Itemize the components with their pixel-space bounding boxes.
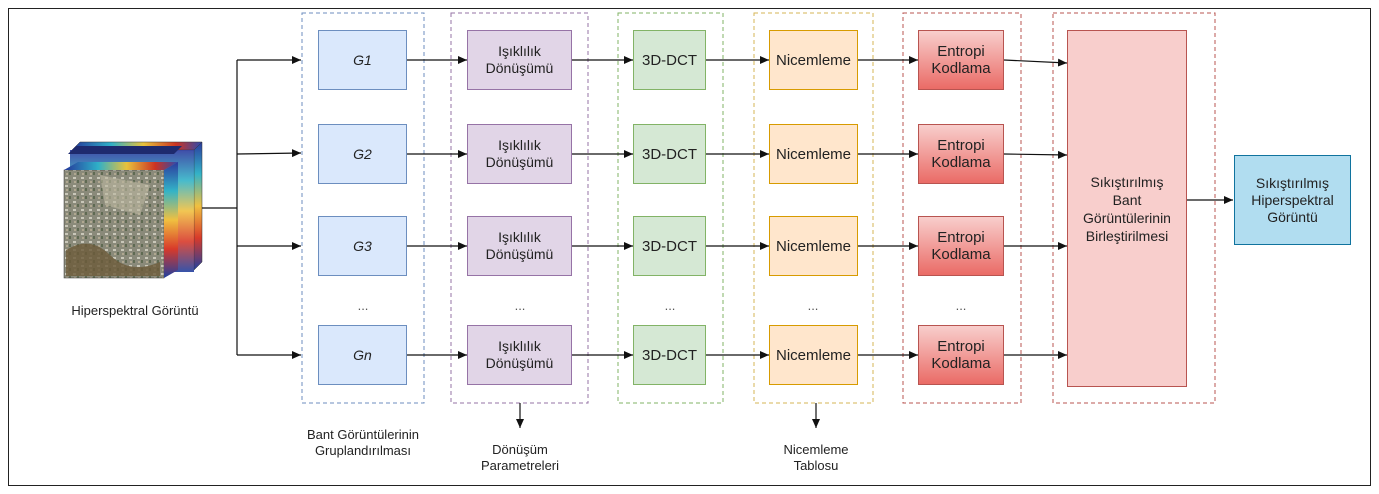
group-container-entropy — [902, 12, 1022, 404]
dct-box-2: 3D-DCT — [633, 124, 706, 184]
ellipsis-entropy: ... — [955, 298, 967, 313]
entropy-box-2: Entropi Kodlama — [918, 124, 1004, 184]
group-box-gn: Gn — [318, 325, 407, 385]
quant-box-2: Nicemleme — [769, 124, 858, 184]
group-box-g3: G3 — [318, 216, 407, 276]
input-label: Hiperspektral Görüntü — [71, 303, 199, 318]
diagram-frame — [8, 8, 1371, 486]
quant-box-3: Nicemleme — [769, 216, 858, 276]
transform-box-n: Işıklılık Dönüşümü — [467, 325, 572, 385]
dct-box-n: 3D-DCT — [633, 325, 706, 385]
quant-box-1: Nicemleme — [769, 30, 858, 90]
dct-box-3: 3D-DCT — [633, 216, 706, 276]
ellipsis-dct: ... — [664, 298, 676, 313]
quant-box-n: Nicemleme — [769, 325, 858, 385]
ellipsis-quant: ... — [807, 298, 819, 313]
output-box: Sıkıştırılmış Hiperspektral Görüntü — [1234, 155, 1351, 245]
input-connectors — [202, 56, 302, 359]
group-container-grouping — [301, 12, 425, 404]
entropy-box-3: Entropi Kodlama — [918, 216, 1004, 276]
caption-grouping: Bant Görüntülerinin Gruplandırılması — [306, 427, 419, 458]
dct-box-1: 3D-DCT — [633, 30, 706, 90]
group-box-g2: G2 — [318, 124, 407, 184]
group-container-quant — [753, 12, 874, 404]
transform-box-2: Işıklılık Dönüşümü — [467, 124, 572, 184]
caption-transform-params: Dönüşüm Parametreleri — [480, 442, 560, 473]
group-container-dct — [617, 12, 724, 404]
group-box-g1: G1 — [318, 30, 407, 90]
hyperspectral-cube-image — [63, 141, 203, 279]
caption-quant-table: Nicemleme Tablosu — [783, 442, 849, 473]
ellipsis-transform: ... — [514, 298, 526, 313]
merge-box: Sıkıştırılmış Bant Görüntülerinin Birleş… — [1067, 30, 1187, 387]
entropy-box-n: Entropi Kodlama — [918, 325, 1004, 385]
group-container-merge — [1052, 12, 1216, 404]
entropy-box-1: Entropi Kodlama — [918, 30, 1004, 90]
row-connectors — [407, 56, 1233, 428]
transform-box-3: Işıklılık Dönüşümü — [467, 216, 572, 276]
ellipsis-group: ... — [357, 298, 369, 313]
transform-box-1: Işıklılık Dönüşümü — [467, 30, 572, 90]
